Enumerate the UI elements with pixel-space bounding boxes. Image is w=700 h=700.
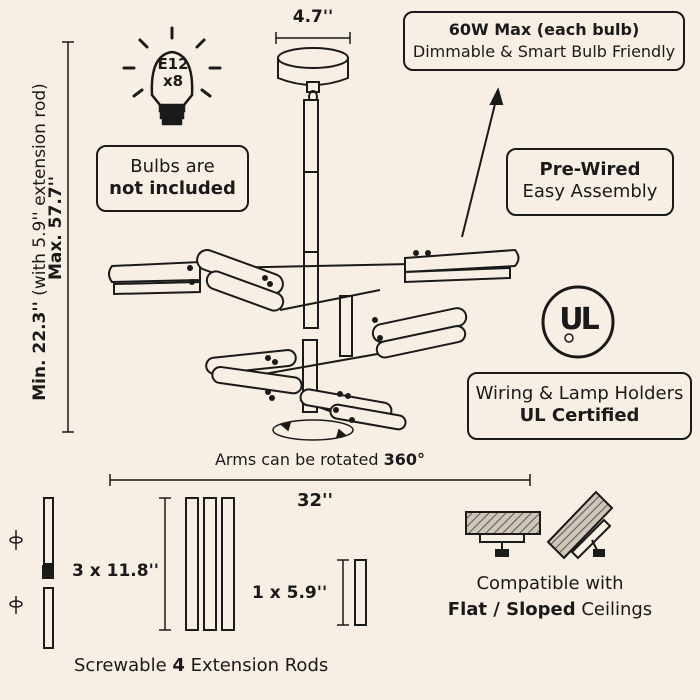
width-dimension-line (109, 474, 531, 486)
ul-certified-box: Wiring & Lamp Holders UL Certified (467, 372, 692, 440)
flat-ceiling-diagram (465, 511, 541, 557)
rotate-text: Arms can be rotated (214, 450, 384, 469)
wattage-box: 60W Max (each bulb) Dimmable & Smart Bul… (403, 11, 685, 71)
wattage-line2: Dimmable & Smart Bulb Friendly (412, 42, 676, 61)
ceiling-post: Ceilings (575, 599, 653, 620)
rods-short-label: 1 x 5.9'' (252, 583, 328, 603)
screw-joint-diagram (42, 497, 54, 649)
rotation-arrow (272, 419, 354, 441)
canopy-width-label: 4.7'' (292, 7, 334, 27)
ul-logo-text: UL (559, 302, 599, 337)
prewired-line1: Pre-Wired (539, 159, 641, 180)
ceiling-flat: Flat (447, 599, 488, 620)
ceiling-line1: Compatible with (476, 573, 624, 594)
rods-caption-post: Extension Rods (184, 655, 329, 676)
wattage-line1: 60W Max (each bulb) (448, 20, 640, 39)
bulb-rays (122, 26, 222, 98)
lamp-tubes (108, 248, 520, 431)
canopy-dimension-line (275, 32, 351, 44)
extension-rods (185, 497, 367, 631)
rods-long-dimension (159, 497, 171, 631)
lamp-screws (187, 250, 431, 423)
bulb-count: x8 (162, 72, 184, 90)
sloped-ceiling-diagram (546, 490, 614, 560)
bulb-type: E12 (157, 55, 189, 73)
ul-note-line1: Wiring & Lamp Holders (475, 383, 684, 404)
bulbs-not-included-box: Bulbs are not included (96, 145, 249, 212)
rods-caption: Screwable 4 Extension Rods (74, 655, 374, 677)
ceiling-compatibility: Compatible with Flat / Sloped Ceilings (425, 573, 675, 621)
rods-caption-num: 4 (172, 655, 185, 676)
ceiling-sloped: Sloped (506, 599, 576, 620)
rods-short-dimension (337, 559, 349, 626)
height-dimension-line (62, 41, 74, 433)
ul-note-line2: UL Certified (519, 405, 640, 426)
height-max: Max. 57.7'' (46, 175, 66, 281)
pre-wired-box: Pre-Wired Easy Assembly (506, 148, 674, 216)
pointer-arrow (461, 87, 504, 238)
bulbs-note-line1: Bulbs are (130, 156, 215, 177)
ceiling-line2: Flat / Sloped Ceilings (425, 599, 675, 621)
rotate-screw-icon (9, 530, 23, 614)
prewired-line2: Easy Assembly (522, 181, 658, 202)
bulb-type-label: E12 x8 (143, 56, 203, 90)
rotate-value: 360° (383, 450, 426, 469)
ceiling-canopy (277, 47, 349, 86)
ceiling-sep: / (487, 599, 507, 620)
ul-logo (541, 285, 615, 359)
rods-long-label: 3 x 11.8'' (72, 561, 159, 581)
width-label: 32'' (296, 490, 334, 511)
rods-caption-pre: Screwable (74, 655, 173, 676)
rotate-label: Arms can be rotated 360° (150, 450, 490, 470)
bulbs-note-line2: not included (109, 178, 236, 199)
bulb-icon (150, 50, 194, 126)
